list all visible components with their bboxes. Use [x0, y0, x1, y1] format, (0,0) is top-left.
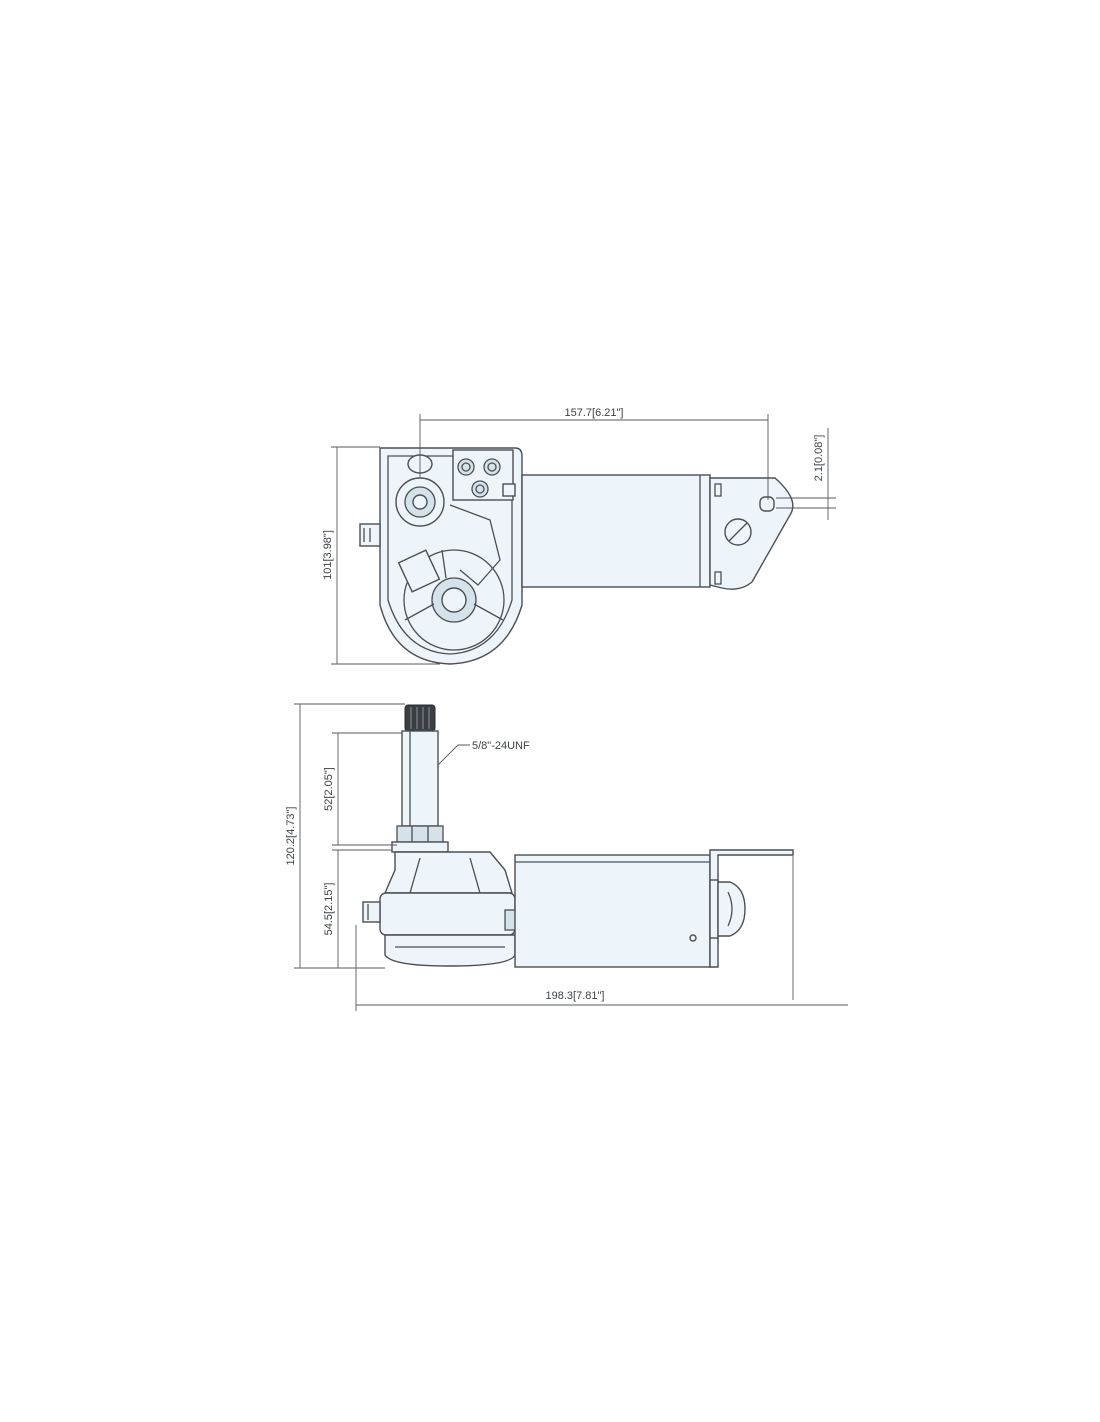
top-height-dimension: 101[3.98"]	[322, 530, 334, 580]
side-body-height-dimension: 54.5[2.15"]	[323, 883, 335, 936]
gearbox-body	[379, 892, 516, 936]
gearbox-collar	[383, 851, 513, 894]
terminal-screw	[483, 458, 501, 476]
terminal-screw	[457, 458, 475, 476]
thread-callout: 5/8"-24UNF	[472, 740, 530, 752]
side-total-length-dimension: 198.3[7.81"]	[546, 990, 605, 1002]
side-stud-side	[362, 901, 381, 923]
cam-plate	[449, 504, 501, 586]
side-shaft-height-dimension: 52[2.05"]	[323, 767, 335, 811]
gearbox-base	[384, 934, 516, 967]
output-shaft-side	[401, 730, 439, 827]
gear-wheel	[403, 549, 505, 651]
shaft-nut	[396, 825, 444, 843]
top-view: 157.7[6.21"] 2.1[0.08"] 101[3.98"]	[322, 407, 836, 665]
top-length-dimension: 157.7[6.21"]	[565, 407, 624, 419]
terminal-screw	[471, 480, 489, 498]
bracket-side	[709, 849, 794, 968]
side-total-height-dimension: 120.2[4.73"]	[285, 807, 297, 866]
side-view: 5/8"-24UNF 120.2[4.73"] 52[2.05"] 54.5[2…	[285, 703, 848, 1011]
motor-body	[521, 474, 711, 588]
top-offset-dimension: 2.1[0.08"]	[813, 435, 825, 482]
gearbox-inner-rim	[387, 455, 513, 655]
knurled-shaft-tip	[404, 704, 436, 732]
bracket-slot	[759, 496, 775, 512]
motor-body-side	[514, 854, 711, 968]
